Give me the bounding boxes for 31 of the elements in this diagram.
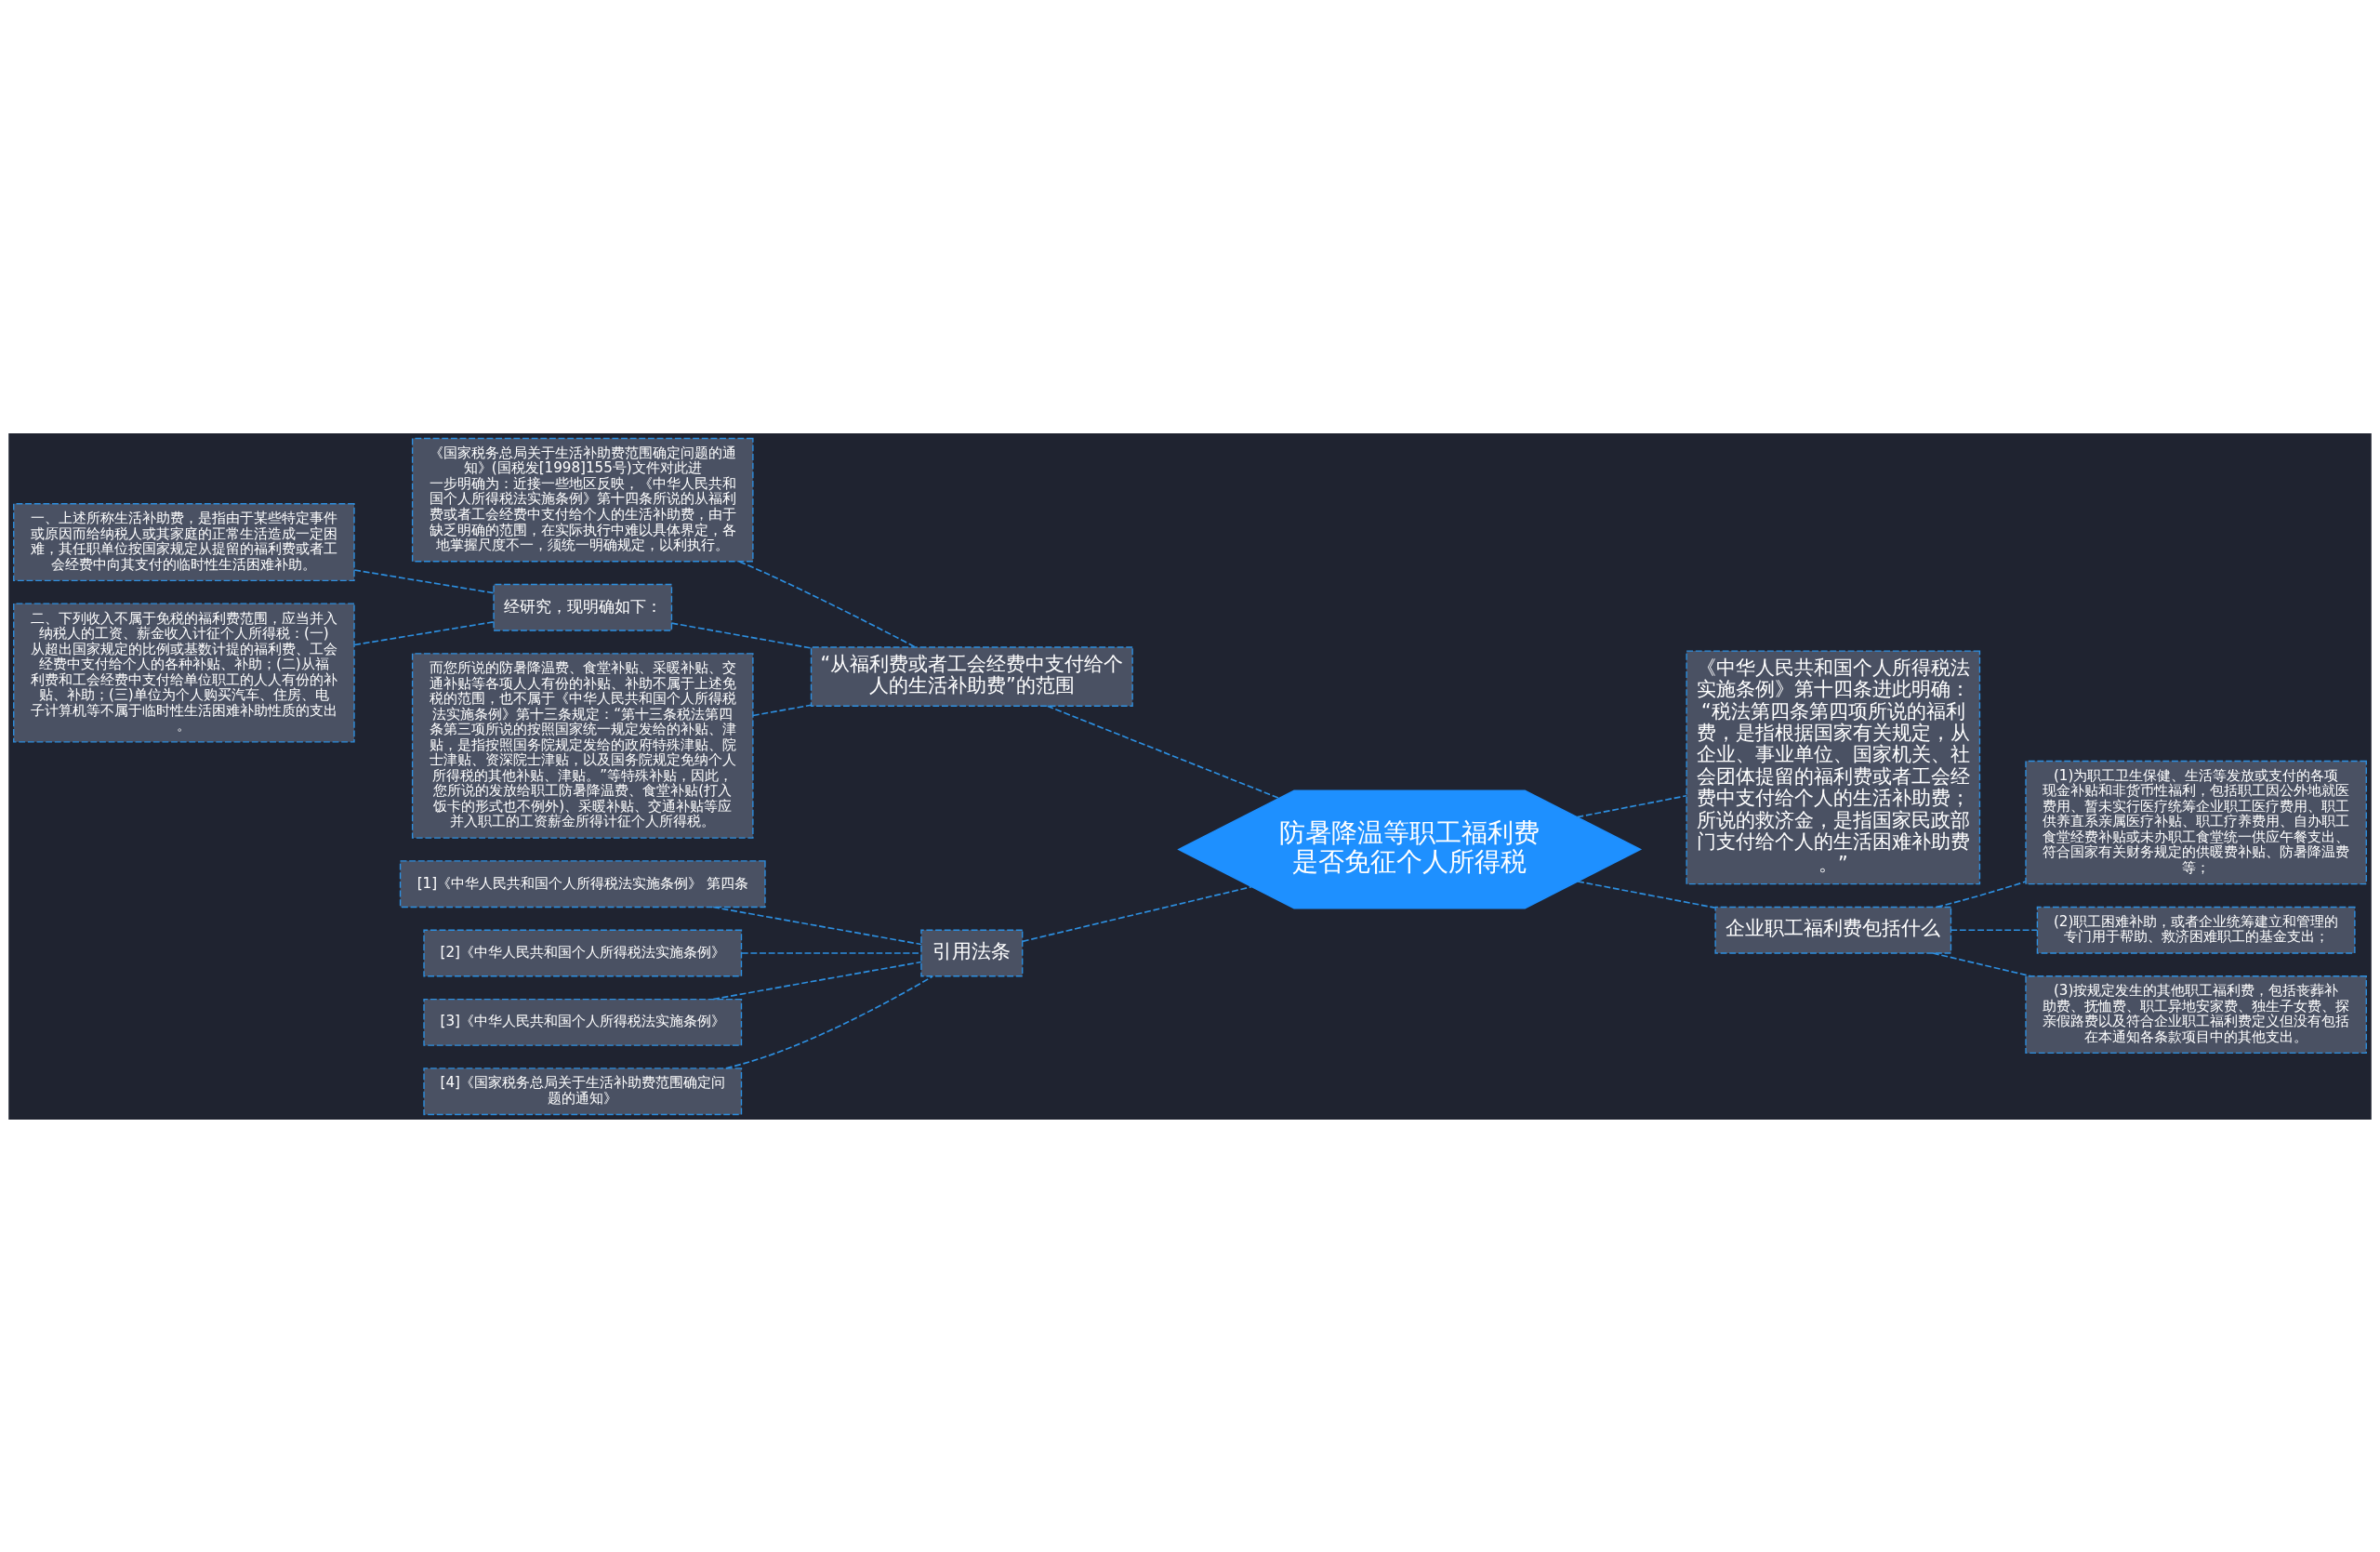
node-box: (1)为职工卫生保健、生活等发放或支付的各项现金补贴和非货币性福利，包括职工因公外地就医费用、暂未实行医疗统筹企业职工医疗费用、职工供养直系亲属医疗补贴、职工疗养费用、自办职工食堂经费补贴或未办职工食堂统一供应午餐支出、符合国家有关财务规定的供暖费补贴、防暑降温费等； — [2025, 760, 2367, 884]
node-box: 经研究，现明确如下： — [493, 583, 673, 631]
node-box: 《中华人民共和国个人所得税法实施条例》第十四条进此明确：“税法第四条第四项所说的福利费，是指根据国家有关规定，从企业、事业单位、国家机关、社会团体提留的福利费或者工会经费中支付给个人的生活补助费；所说的救济金，是指国家民政部门支付给个人的生活困难补助费。” — [1686, 649, 1981, 884]
node-box: 引用法条 — [920, 929, 1024, 976]
connector — [1950, 928, 2038, 931]
connector — [670, 621, 813, 649]
node-box: [2]《中华人民共和国个人所得税法实施条例》 — [423, 929, 743, 976]
node-box: 一、上述所称生活补助费，是指由于某些特定事件或原因而给纳税人或其家庭的正常生活造成一定困难，其任职单位按国家规定从提留的福利费或者工会经费中向其支付的临时性生活困难补助。 — [13, 502, 355, 581]
node-box: “从福利费或者工会经费中支付给个人的生活补助费”的范围 — [810, 645, 1133, 707]
connector — [712, 961, 922, 1000]
node-box: 企业职工福利费包括什么 — [1714, 906, 1952, 954]
connector — [1932, 951, 2032, 977]
connector — [1022, 885, 1252, 942]
connector — [738, 560, 917, 648]
node-box: [4]《国家税务总局关于生活补助费范围确定问题的通知》 — [423, 1067, 743, 1115]
node-box: 二、下列收入不属于免税的福利费范围，应当并入纳税人的工资、薪金收入计征个人所得税：(一)从超出国家规定的比例或基数计提的福利费、工会经费中支付给个人的各种补贴、补助；(二)从福利费和工会经费中支付给单位职工的人人有份的补贴、补助；(三)单位为个人购买汽车、住房、电子计算机等不属于临时性生活困难补助性质的支出。 — [13, 602, 355, 742]
node-box: 而您所说的防暑降温费、食堂补贴、采暖补贴、交通补贴等各项人人有份的补贴、补助不属于上述免税的范围，也不属于《中华人民共和国个人所得税法实施条例》第十三条规定：“第十三条税法第四条第三项所说的按照国家统一规定发给的补贴、津贴，是指按照国务院规定发给的政府特殊津贴、院士津贴、资深院士津贴，以及国务院规定免纳个人所得税的其他补贴、津贴。”等特殊补贴，因此，您所说的发放给职工防暑降温费、食堂补贴(打入饭卡的形式也不例外)、采暖补贴、交通补贴等应并入职工的工资薪金所得计征个人所得税。 — [411, 652, 754, 839]
node-box: (2)职工困难补助，或者企业统筹建立和管理的专门用于帮助、救济困难职工的基金支出； — [2036, 906, 2356, 954]
node-box: [1]《中华人民共和国个人所得税法实施条例》 第四条 — [399, 859, 766, 908]
connector — [353, 568, 495, 594]
connector — [1936, 880, 2027, 908]
node-box: (3)按规定发生的其他职工福利费，包括丧葬补助费、抚恤费、职工异地安家费、独生子女费、探亲假路费以及符合企业职工福利费定义但没有包括在本通知各条款项目中的其他支出。 — [2025, 975, 2367, 1054]
connector — [712, 906, 922, 945]
connector — [353, 620, 495, 645]
connector — [752, 703, 813, 716]
connector — [1576, 794, 1687, 817]
node-box: [3]《中华人民共和国个人所得税法实施条例》 — [423, 998, 743, 1046]
connector — [1046, 705, 1280, 799]
connector — [724, 975, 933, 1069]
connector — [1577, 880, 1716, 909]
node-box: 《国家税务总局关于生活补助费范围确定问题的通知》(国税发[1998]155号)文件对此进一步明确为：近接一些地区反映，《中华人民共和国个人所得税法实施条例》第十四条所说的从福利费或者工会经费中支付给个人的生活补助费，由于缺乏明确的范围，在实际执行中难以具体界定，各地掌握尺度不一，须统一明确规定，以利执行。 — [411, 437, 754, 562]
